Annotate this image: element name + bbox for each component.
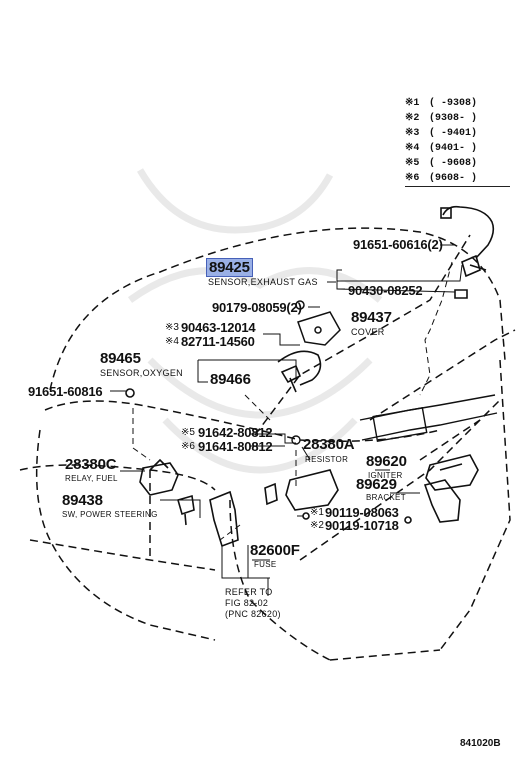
legend-range: ( -9608) <box>429 158 478 169</box>
legend-row: ※4 (9401- ) <box>405 142 505 157</box>
exhaust-gas-sensor-icon <box>440 205 495 299</box>
resistor-icon <box>285 469 339 520</box>
refer-line-1: REFER TO <box>225 587 273 597</box>
applicability-mark: ※1 <box>310 507 324 518</box>
part-number-90430-08252[interactable]: 90430-08252 <box>348 283 423 298</box>
leader-lines <box>110 244 463 596</box>
legend-range: (9401- ) <box>429 143 478 154</box>
bracket-icon <box>404 479 461 524</box>
oxygen-sensor-icon <box>125 350 322 398</box>
legend-rule <box>405 186 510 187</box>
part-number-28380a[interactable]: 28380A <box>303 436 355 453</box>
legend-mark: ※1 <box>405 98 420 109</box>
part-number-91651-60816[interactable]: 91651-60816 <box>28 384 103 399</box>
part-number-90119-10718[interactable]: 90119-10718 <box>325 518 399 533</box>
part-number-89465[interactable]: 89465 <box>100 350 141 367</box>
part-number-89620[interactable]: 89620 <box>366 453 407 470</box>
part-number-82600f[interactable]: 82600F <box>250 542 300 559</box>
applicability-mark: ※3 <box>165 322 179 333</box>
legend-mark: ※2 <box>405 113 420 124</box>
applicability-mark: ※6 <box>181 441 195 452</box>
legend-row: ※5 ( -9608) <box>405 157 505 172</box>
legend-row: ※1 ( -9308) <box>405 97 505 112</box>
igniter-icon <box>425 454 479 491</box>
part-desc-89438: SW, POWER STEERING <box>62 510 158 519</box>
part-number-90463-12014[interactable]: 90463-12014 <box>181 320 256 335</box>
part-desc-89437: COVER <box>351 327 385 337</box>
applicability-mark: ※5 <box>181 427 195 438</box>
part-desc-28380a: RESISTOR <box>305 455 349 464</box>
part-number-89466[interactable]: 89466 <box>210 371 251 388</box>
legend-range: ( -9308) <box>429 98 478 109</box>
part-number-91642-80812[interactable]: 91642-80812 <box>198 425 273 440</box>
refer-figure-link[interactable]: FIG 82-02 <box>225 598 269 608</box>
exhaust-pipe-icon <box>291 394 498 445</box>
part-number-28380c[interactable]: 28380C <box>65 456 117 473</box>
legend-row: ※2 (9308- ) <box>405 112 505 127</box>
illustration-code: 841020B <box>460 738 501 749</box>
part-number-91641-80812[interactable]: 91641-80812 <box>198 439 273 454</box>
power-steering-switch-icon <box>177 494 195 526</box>
legend-mark: ※6 <box>405 173 420 184</box>
part-desc-82600f: FUSE <box>254 560 277 569</box>
refer-pnc: (PNC 82620) <box>225 609 281 619</box>
relay-icon <box>139 458 179 496</box>
legend-range: (9308- ) <box>429 113 478 124</box>
part-desc-89620: IGNITER <box>368 471 403 480</box>
legend-mark: ※5 <box>405 158 420 169</box>
legend-row: ※6 (9608- ) <box>405 172 505 187</box>
applicability-mark: ※4 <box>165 336 179 347</box>
part-desc-28380c: RELAY, FUEL <box>65 474 118 483</box>
part-desc-89425: SENSOR,EXHAUST GAS <box>208 277 318 287</box>
part-number-89629[interactable]: 89629 <box>356 476 397 493</box>
part-number-89438[interactable]: 89438 <box>62 492 103 509</box>
part-number-89437[interactable]: 89437 <box>351 309 392 326</box>
cover-bracket-icon <box>295 300 341 346</box>
part-number-90179-08059[interactable]: 90179-08059(2) <box>212 300 302 315</box>
legend-table: ※1 ( -9308) ※2 (9308- ) ※3 ( -9401) ※4 (9401… <box>405 97 505 187</box>
legend-mark: ※3 <box>405 128 420 139</box>
part-desc-89465: SENSOR,OXYGEN <box>100 368 183 378</box>
part-desc-89629: BRACKET <box>366 493 406 502</box>
legend-range: ( -9401) <box>429 128 478 139</box>
legend-range: (9608- ) <box>429 173 478 184</box>
applicability-mark: ※2 <box>310 520 324 531</box>
part-number-89425[interactable]: 89425 <box>206 258 253 277</box>
legend-row: ※3 ( -9401) <box>405 127 505 142</box>
legend-mark: ※4 <box>405 143 420 154</box>
part-number-91651-60616[interactable]: 91651-60616(2) <box>353 237 443 252</box>
part-number-82711-14560[interactable]: 82711-14560 <box>181 334 255 349</box>
fuse-box-icon <box>209 482 278 548</box>
part-number-90119-08063[interactable]: 90119-08063 <box>325 505 399 520</box>
